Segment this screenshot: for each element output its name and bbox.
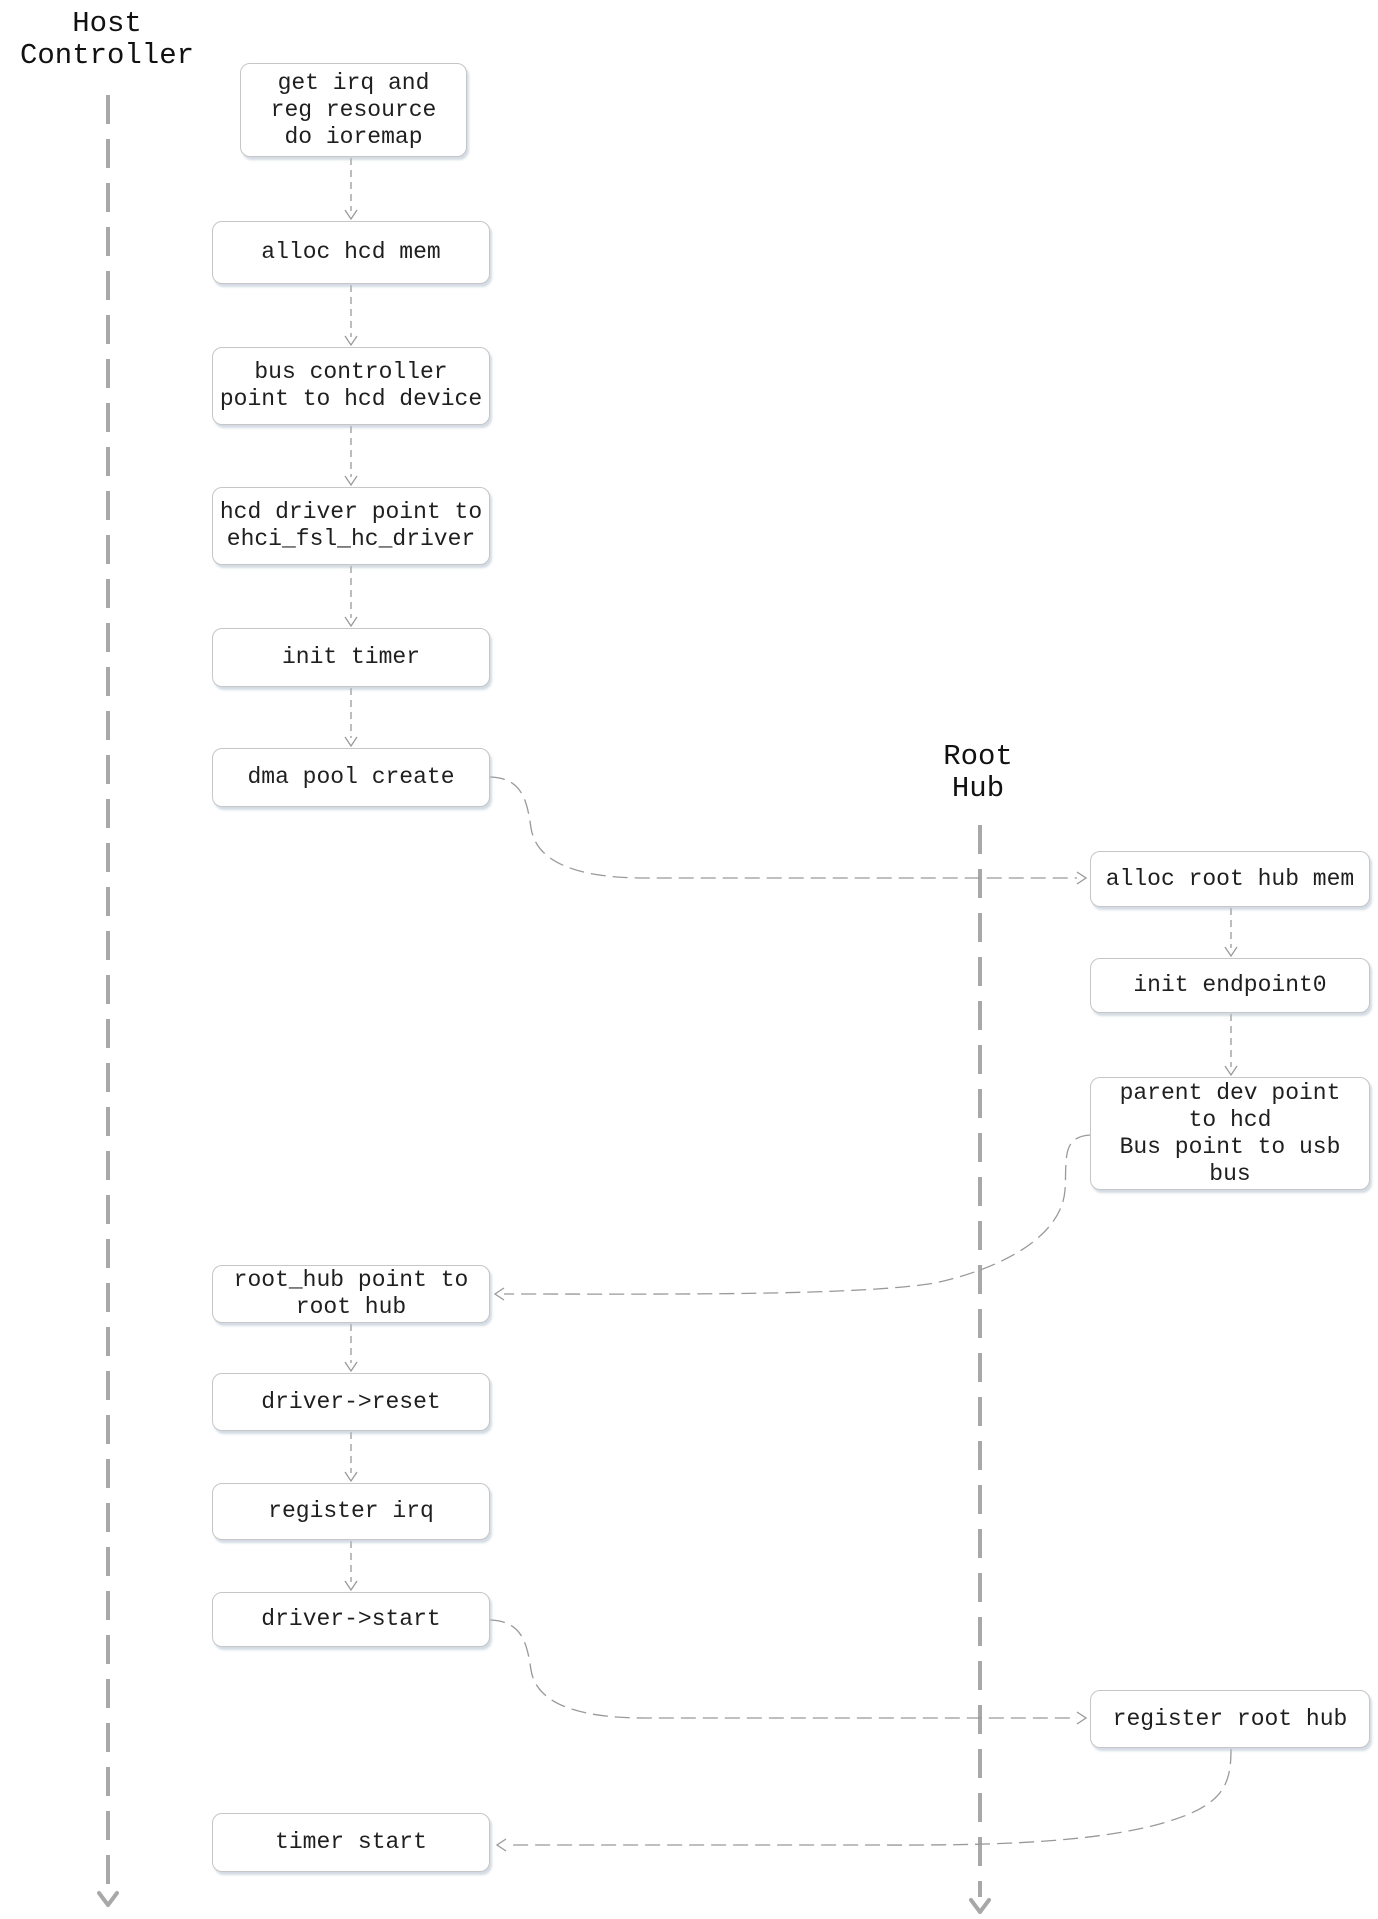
lane-label-root-hub: Root Hub bbox=[943, 740, 1013, 805]
node-alloc-root-hub-mem: alloc root hub mem bbox=[1090, 851, 1370, 907]
node-alloc-hcd-mem: alloc hcd mem bbox=[212, 221, 490, 284]
arrow-registerroothub-to-timerstart bbox=[506, 1748, 1232, 1846]
node-init-endpoint0: init endpoint0 bbox=[1090, 958, 1370, 1013]
node-timer-start: timer start bbox=[212, 1813, 490, 1872]
arrow-dmapool-to-allocroothub bbox=[489, 776, 1077, 879]
arrowhead-icon bbox=[344, 209, 358, 221]
node-get-irq-reg-resource-ioremap: get irq and reg resource do ioremap bbox=[240, 63, 467, 157]
node-register-root-hub: register root hub bbox=[1090, 1690, 1370, 1748]
arrowhead-icon bbox=[344, 736, 358, 748]
arrowhead-icon bbox=[344, 475, 358, 487]
arrowhead-icon bbox=[344, 616, 358, 628]
arrowhead-icon bbox=[495, 1838, 507, 1852]
arrow-parentdev-to-roothubpoint bbox=[503, 1134, 1091, 1295]
arrowhead-icon bbox=[1224, 946, 1238, 958]
node-driver-start: driver->start bbox=[212, 1592, 490, 1647]
root-hub-lifeline-arrowhead-icon bbox=[969, 1898, 991, 1914]
arrowhead-icon bbox=[1224, 1065, 1238, 1077]
arrowhead-icon bbox=[344, 335, 358, 347]
arrowhead-icon bbox=[1076, 871, 1088, 885]
node-init-timer: init timer bbox=[212, 628, 490, 687]
node-driver-reset: driver->reset bbox=[212, 1373, 490, 1431]
arrowhead-icon bbox=[344, 1471, 358, 1483]
arrow-driverstart-to-registerroothub bbox=[489, 1619, 1077, 1719]
arrowhead-icon bbox=[344, 1361, 358, 1373]
arrowhead-icon bbox=[344, 1580, 358, 1592]
node-bus-controller-point-to-hcd-device: bus controller point to hcd device bbox=[212, 347, 490, 425]
node-root-hub-point-to-root-hub: root_hub point to root hub bbox=[212, 1265, 490, 1323]
node-hcd-driver-point-to-ehci-fsl-hc-driver: hcd driver point to ehci_fsl_hc_driver bbox=[212, 487, 490, 565]
host-lifeline-arrowhead-icon bbox=[97, 1891, 119, 1907]
node-parent-dev-point-to-hcd-bus-point-to-usb-bus: parent dev point to hcd Bus point to usb… bbox=[1090, 1077, 1370, 1190]
node-dma-pool-create: dma pool create bbox=[212, 748, 490, 807]
node-register-irq: register irq bbox=[212, 1483, 490, 1540]
arrowhead-icon bbox=[1076, 1711, 1088, 1725]
arrowhead-icon bbox=[493, 1287, 505, 1301]
lane-label-host-controller: Host Controller bbox=[19, 7, 195, 72]
